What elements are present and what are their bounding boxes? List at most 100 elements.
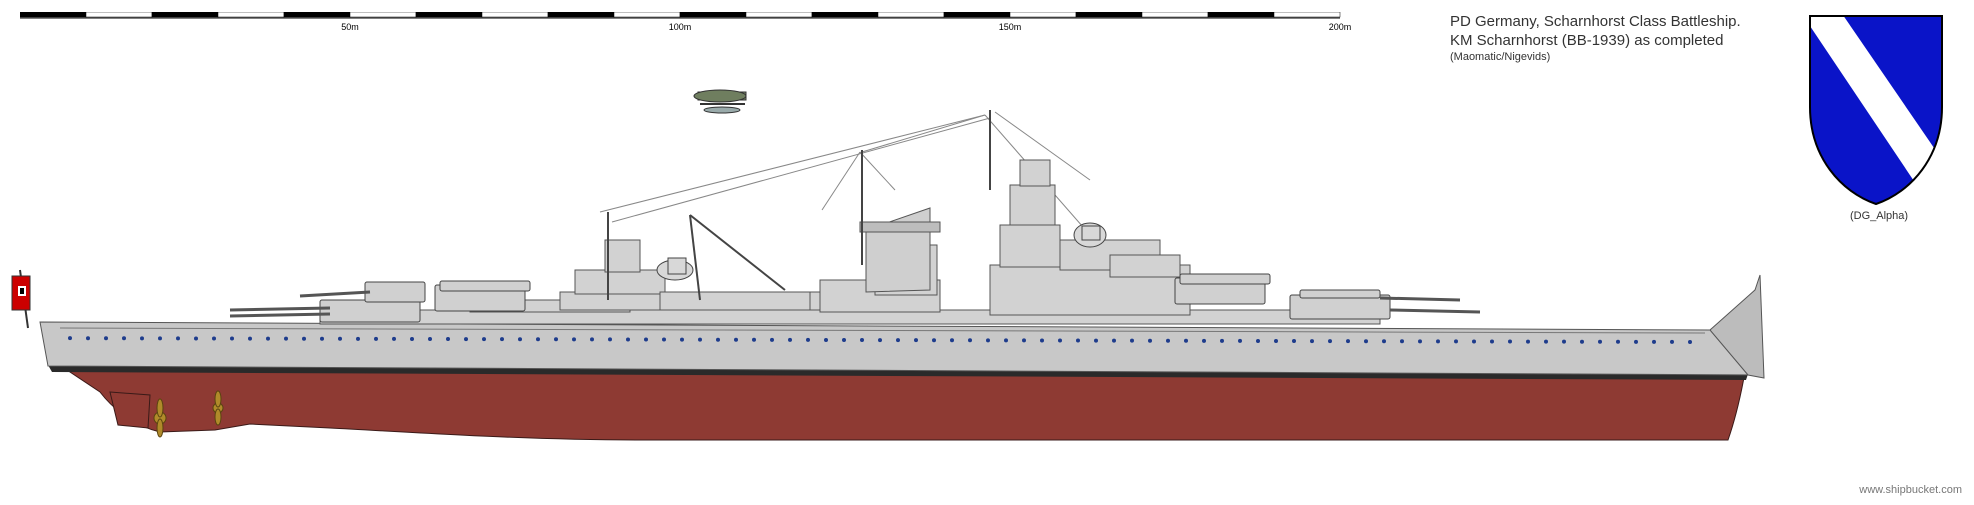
porthole	[1382, 339, 1386, 344]
porthole	[122, 336, 126, 341]
porthole	[968, 338, 972, 343]
porthole	[1472, 339, 1476, 344]
porthole	[1580, 339, 1584, 344]
porthole	[464, 337, 468, 342]
porthole	[1274, 339, 1278, 344]
title-line2: KM Scharnhorst (BB-1939) as completed	[1450, 32, 1724, 49]
porthole	[1346, 339, 1350, 344]
aircraft-icon	[693, 89, 747, 114]
porthole	[1364, 339, 1368, 344]
porthole	[824, 337, 828, 342]
porthole	[734, 337, 738, 342]
porthole	[500, 337, 504, 342]
porthole	[572, 337, 576, 342]
porthole	[1508, 339, 1512, 344]
porthole	[1562, 339, 1566, 344]
crane	[689, 214, 786, 301]
porthole	[212, 336, 216, 341]
porthole	[626, 337, 630, 342]
rudder	[109, 391, 151, 429]
porthole	[896, 338, 900, 343]
porthole	[914, 338, 918, 343]
porthole	[140, 336, 144, 341]
funnel	[865, 207, 931, 293]
porthole	[1148, 338, 1152, 343]
directors	[656, 222, 1107, 281]
porthole	[644, 337, 648, 342]
porthole	[1688, 339, 1692, 344]
porthole	[536, 337, 540, 342]
porthole	[1238, 338, 1242, 343]
title-credit: (Maomatic/Nigevids)	[1450, 51, 1551, 63]
porthole	[1544, 339, 1548, 344]
porthole	[104, 336, 108, 341]
porthole	[1310, 339, 1314, 344]
porthole	[248, 336, 252, 341]
porthole	[1256, 338, 1260, 343]
portholes	[68, 336, 1692, 344]
porthole	[230, 336, 234, 341]
scale-bar: 50m 100m 150m 200m	[20, 12, 1352, 32]
scale-segments	[20, 12, 1341, 18]
porthole	[1454, 339, 1458, 344]
porthole	[158, 336, 162, 341]
porthole	[410, 336, 414, 341]
porthole	[266, 336, 270, 341]
scale-label-50m: 50m	[341, 22, 359, 32]
porthole	[1418, 339, 1422, 344]
porthole	[320, 336, 324, 341]
porthole	[1166, 338, 1170, 343]
porthole	[752, 337, 756, 342]
porthole	[176, 336, 180, 341]
porthole	[1058, 338, 1062, 343]
porthole	[770, 337, 774, 342]
porthole	[950, 338, 954, 343]
porthole	[1400, 339, 1404, 344]
porthole	[1094, 338, 1098, 343]
porthole	[446, 337, 450, 342]
porthole	[392, 336, 396, 341]
bow	[1709, 274, 1765, 379]
ensign-flag	[11, 269, 31, 329]
porthole	[1040, 338, 1044, 343]
porthole	[1022, 338, 1026, 343]
scale-label-100m: 100m	[669, 22, 692, 32]
emblem-credit: (DG_Alpha)	[1850, 210, 1909, 222]
boot-topping	[48, 365, 1748, 380]
porthole	[1112, 338, 1116, 343]
porthole	[428, 337, 432, 342]
porthole	[1220, 338, 1224, 343]
porthole	[1526, 339, 1530, 344]
masts	[607, 110, 991, 300]
emblem-stripe	[1810, 16, 1942, 202]
porthole	[1616, 339, 1620, 344]
porthole	[1652, 339, 1656, 344]
porthole	[1634, 339, 1638, 344]
main-turrets	[319, 273, 1391, 323]
porthole	[1436, 339, 1440, 344]
porthole	[1202, 338, 1206, 343]
scale-label-150m: 150m	[999, 22, 1022, 32]
porthole	[1598, 339, 1602, 344]
porthole	[878, 338, 882, 343]
porthole	[806, 337, 810, 342]
porthole	[698, 337, 702, 342]
porthole	[1130, 338, 1134, 343]
porthole	[680, 337, 684, 342]
superstructure	[319, 159, 1381, 325]
porthole	[482, 337, 486, 342]
porthole	[1184, 338, 1188, 343]
porthole	[518, 337, 522, 342]
porthole	[356, 336, 360, 341]
porthole	[374, 336, 378, 341]
scale-label-200m: 200m	[1329, 22, 1352, 32]
porthole	[1076, 338, 1080, 343]
porthole	[716, 337, 720, 342]
porthole	[1004, 338, 1008, 343]
emblem-shield-icon	[1809, 15, 1943, 206]
porthole	[86, 336, 90, 341]
porthole	[1328, 339, 1332, 344]
porthole	[1670, 339, 1674, 344]
porthole	[842, 337, 846, 342]
battleship-profile	[11, 89, 1765, 441]
